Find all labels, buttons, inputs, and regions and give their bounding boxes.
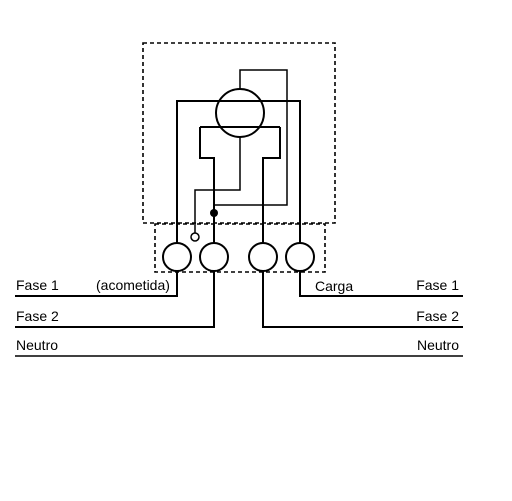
label-carga: Carga	[315, 278, 353, 294]
terminal-1	[162, 242, 192, 272]
wire-current-coil-right	[262, 127, 281, 243]
junction-dot	[210, 209, 218, 217]
wire-left-fase2	[15, 271, 215, 328]
wire-left-fase1	[15, 271, 178, 297]
terminal-block-enclosure	[154, 223, 326, 273]
small-terminal	[190, 232, 200, 242]
label-right-neutro: Neutro	[417, 337, 459, 353]
wire-right-fase2	[262, 271, 463, 328]
label-left-fase2: Fase 2	[16, 308, 59, 324]
meter-coil-circle	[215, 88, 265, 138]
wire-current-coil-left	[199, 127, 215, 243]
label-right-fase1: Fase 1	[416, 277, 459, 293]
meter-enclosure	[142, 42, 336, 224]
terminal-2	[199, 242, 229, 272]
wire-voltage-tap	[194, 137, 241, 233]
label-acometida: (acometida)	[96, 277, 170, 293]
terminal-3	[248, 242, 278, 272]
label-left-fase1: Fase 1	[16, 277, 59, 293]
label-right-fase2: Fase 2	[416, 308, 459, 324]
terminal-4	[285, 242, 315, 272]
wire-outer-loop	[176, 100, 301, 243]
wire-right-fase1	[299, 271, 463, 297]
label-left-neutro: Neutro	[16, 337, 58, 353]
